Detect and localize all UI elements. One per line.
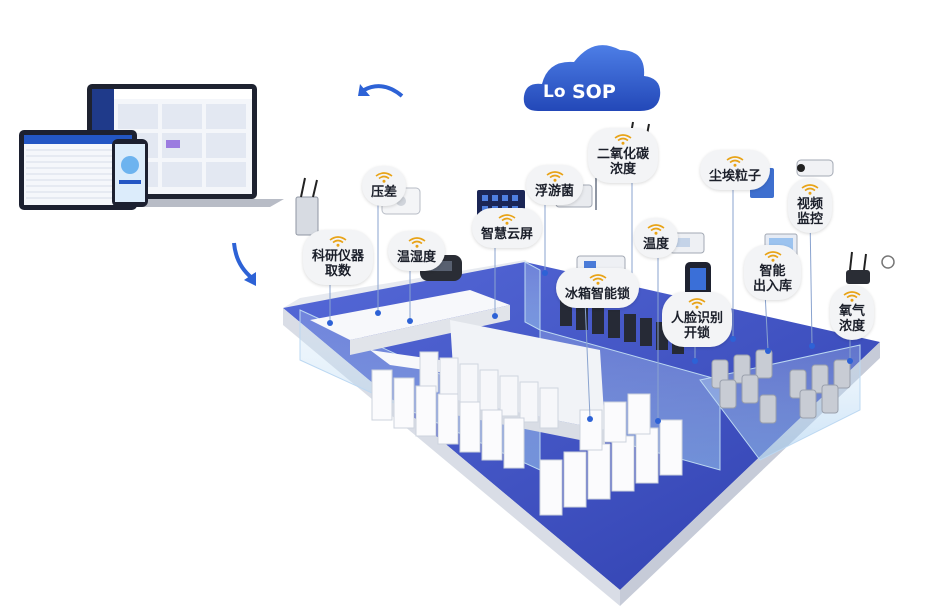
- fume-hoods: [419, 351, 559, 429]
- sensor-label-airborne-bacteria: 浮游菌: [526, 165, 584, 205]
- sensor-label-text: 氧气 浓度: [839, 304, 866, 334]
- sensor-label-co2: 二氧化碳 浓度: [588, 128, 659, 183]
- arrow-to-lab-head: [244, 272, 256, 286]
- sensor-label-temperature: 温度: [634, 218, 679, 258]
- sensor-label-fridge-lock: 冰箱智能锁: [556, 268, 640, 308]
- wifi-icon: [375, 172, 393, 183]
- sensor-label-text: 视频 监控: [797, 197, 824, 227]
- sensor-label-text: 智慧云屏: [481, 227, 534, 242]
- sensor-label-text: 温湿度: [397, 250, 437, 265]
- sensor-label-oxygen: 氧气 浓度: [830, 285, 875, 340]
- leader-lines: [329, 170, 851, 420]
- workstations: [560, 298, 684, 354]
- sensor-label-text: 温度: [643, 237, 670, 252]
- cloud: [523, 45, 661, 111]
- wifi-icon: [408, 237, 425, 248]
- sensor-label-text: 冰箱智能锁: [565, 287, 631, 302]
- sensor-label-video-monitor: 视频 监控: [788, 178, 833, 233]
- tablet: [19, 130, 137, 210]
- wifi-icon: [688, 298, 706, 309]
- arrow-to-devices: [363, 84, 404, 98]
- lab-floor: [283, 260, 880, 606]
- temperature-sensor-icon: [669, 232, 705, 254]
- device-mockups: [19, 84, 284, 210]
- wifi-icon: [546, 171, 563, 182]
- oxygen-sensor-icon: [846, 251, 895, 284]
- sensor-label-text: 智能 出入库: [753, 264, 793, 294]
- sensor-label-dust-particles: 尘埃粒子: [700, 150, 771, 190]
- sensor-label-temp-humidity: 温湿度: [388, 231, 446, 271]
- storage-cabinets: [371, 369, 683, 516]
- storage-tanks: [711, 349, 851, 424]
- wifi-icon: [764, 251, 781, 262]
- sensor-label-text: 科研仪器 取数: [312, 249, 365, 279]
- wifi-icon: [498, 214, 516, 225]
- phone: [112, 139, 148, 207]
- wifi-icon: [647, 224, 665, 235]
- sensor-label-face-unlock: 人脸识别 开锁: [662, 292, 733, 347]
- wifi-icon: [801, 184, 819, 195]
- sensor-label-smart-inout: 智能 出入库: [744, 245, 802, 300]
- camera-icon: [796, 159, 834, 177]
- sensor-label-text: 人脸识别 开锁: [671, 311, 724, 341]
- sensor-label-text: 浮游菌: [535, 184, 575, 199]
- wifi-icon: [329, 236, 347, 247]
- wifi-icon: [589, 274, 606, 285]
- sensor-label-cloud-screen: 智慧云屏: [472, 208, 543, 248]
- sensor-label-pressure-diff: 压差: [362, 166, 407, 206]
- wifi-icon: [843, 291, 861, 302]
- logo-lo: Lo: [543, 82, 566, 102]
- sensor-label-text: 二氧化碳 浓度: [597, 147, 650, 177]
- wifi-icon: [726, 156, 744, 167]
- sensor-label-instrument-data: 科研仪器 取数: [303, 230, 374, 285]
- arrow-to-devices-head: [358, 84, 370, 96]
- logo-sop: SOP: [572, 81, 616, 103]
- gateway-icon: [295, 177, 319, 236]
- sensor-label-text: 尘埃粒子: [709, 169, 762, 184]
- sensor-label-text: 压差: [371, 185, 398, 200]
- wifi-icon: [614, 134, 632, 145]
- arrow-to-lab: [232, 242, 254, 280]
